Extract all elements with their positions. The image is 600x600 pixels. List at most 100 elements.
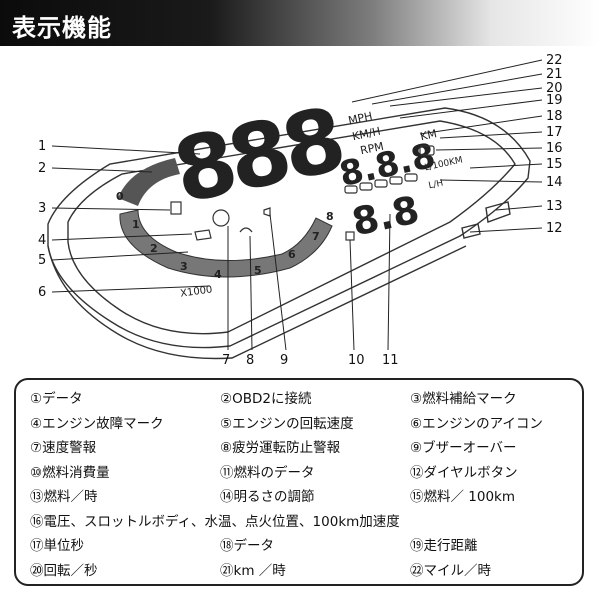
callout-line-16 <box>435 147 543 151</box>
callout-line-1 <box>51 145 201 155</box>
callout-number-4: 4 <box>38 233 46 248</box>
engine-check-icon <box>194 229 212 241</box>
fuel-consumption-icon <box>345 231 355 241</box>
gauge-label-0: 0 <box>116 190 124 203</box>
gauge-arc-lower <box>119 209 333 278</box>
callout-line-5 <box>51 251 189 261</box>
unit-lh: L/H <box>428 178 445 191</box>
odometer-cell <box>419 145 435 156</box>
legend-item: ⑲走行距離 <box>410 538 478 554</box>
callout-line-17 <box>439 131 543 139</box>
callout-number-10: 10 <box>348 353 365 368</box>
callout-number-17: 17 <box>546 125 563 140</box>
legend-item: ⑦速度警報 <box>30 440 97 456</box>
speed-digits: 888 <box>165 88 349 223</box>
legend-item: ⑥エンジンのアイコン <box>410 415 543 432</box>
rpm-gauge: 0 12 3 4 5 6 78 <box>116 158 334 281</box>
dial-button <box>485 201 511 223</box>
gauge-label-7: 7 <box>312 230 320 243</box>
callout-number-19: 19 <box>546 93 563 108</box>
legend-item: ⑧疲労運転防止警報 <box>220 440 341 456</box>
callout-number-1: 1 <box>38 139 46 154</box>
legend-item: ⑤エンジンの回転速度 <box>220 415 354 432</box>
gauge-label-8: 8 <box>326 210 334 223</box>
unit-km: KM <box>419 127 438 143</box>
callout-number-20: 20 <box>546 81 563 96</box>
callout-number-16: 16 <box>546 141 563 156</box>
buzzer-icon <box>263 207 271 217</box>
callout-line-14 <box>439 179 543 183</box>
legend-item: ⑨ブザーオーバー <box>410 440 517 456</box>
dial-knob <box>461 223 481 239</box>
fatigue-warning-icon <box>239 227 253 233</box>
status-cell-4 <box>389 176 403 185</box>
scale-label: X1000 <box>180 284 214 299</box>
status-cell-1 <box>344 185 358 194</box>
gauge-label-5: 5 <box>254 264 262 277</box>
status-cell-3 <box>374 179 388 188</box>
callout-number-6: 6 <box>38 285 46 300</box>
callout-number-21: 21 <box>546 67 563 82</box>
speed-alarm-icon <box>212 209 230 227</box>
legend-item: ⑫ダイヤルボタン <box>410 464 518 481</box>
legend-item: ①データ <box>30 391 83 407</box>
callout-line-22 <box>351 59 543 103</box>
callout-number-9: 9 <box>280 353 288 368</box>
gauge-label-1: 1 <box>132 218 140 231</box>
callout-line-9 <box>269 213 287 351</box>
device-screen-frame <box>67 120 516 335</box>
callout-number-22: 22 <box>546 53 563 68</box>
legend-item: ㉑km ／時 <box>220 562 286 579</box>
legend-item: ⑯電圧、スロットルボディ、水温、点火位置、100km加速度 <box>30 513 400 530</box>
legend-item: ④エンジン故障マーク <box>30 415 164 432</box>
callout-line-12 <box>469 227 543 233</box>
legend-item: ⑭明るさの調節 <box>220 489 315 505</box>
device-outer-shell <box>47 107 531 349</box>
unit-rpm: RPM <box>359 140 385 158</box>
legend-item: ⑪燃料のデータ <box>220 464 315 481</box>
callout-number-5: 5 <box>38 253 46 268</box>
callout-number-3: 3 <box>38 201 46 216</box>
gauge-label-4: 4 <box>214 268 222 281</box>
legend-item: ⑱データ <box>220 538 274 554</box>
fuel-pump-icon <box>170 201 182 215</box>
legend-item: ⑰単位秒 <box>30 538 84 554</box>
legend-item: ③燃料補給マーク <box>410 391 517 407</box>
device-base-edge <box>47 245 467 360</box>
speed-readout: 888 <box>165 88 349 223</box>
callout-line-3 <box>51 207 171 211</box>
status-cell-5 <box>404 173 418 182</box>
callout-number-7: 7 <box>222 353 230 368</box>
callout-number-18: 18 <box>546 109 563 124</box>
callout-line-2 <box>51 167 153 173</box>
callout-line-21 <box>371 73 543 105</box>
callout-line-4 <box>51 233 193 241</box>
callout-line-6 <box>51 285 211 293</box>
legend-item: ⑳回転／秒 <box>30 562 98 579</box>
lower-digits: 8.8 <box>348 187 423 244</box>
callout-line-18 <box>419 115 543 135</box>
callout-number-8: 8 <box>246 353 254 368</box>
gauge-label-6: 6 <box>288 248 296 261</box>
hud-device <box>47 107 531 360</box>
legend-item: ⑬燃料／時 <box>30 489 98 505</box>
legend-item: ⑮燃料／ 100km <box>410 489 516 505</box>
callout-line-13 <box>495 205 543 211</box>
gauge-arc <box>118 158 180 206</box>
gauge-label-2: 2 <box>150 242 158 255</box>
callout-number-2: 2 <box>38 161 46 176</box>
unit-kmh: KM/H <box>351 125 382 144</box>
header-bar: 表示機能 <box>0 0 600 46</box>
callout-number-12: 12 <box>546 221 563 236</box>
gauge-labels: 0 12 3 4 5 6 78 <box>116 190 334 281</box>
gauge-label-3: 3 <box>180 260 188 273</box>
callout-number-11: 11 <box>382 353 399 368</box>
lower-readout: 8.8 <box>348 187 423 244</box>
callout-number-13: 13 <box>546 199 563 214</box>
legend-item: ⑩燃料消費量 <box>30 464 110 481</box>
callout-number-14: 14 <box>546 175 563 190</box>
status-cell-2 <box>359 182 373 191</box>
